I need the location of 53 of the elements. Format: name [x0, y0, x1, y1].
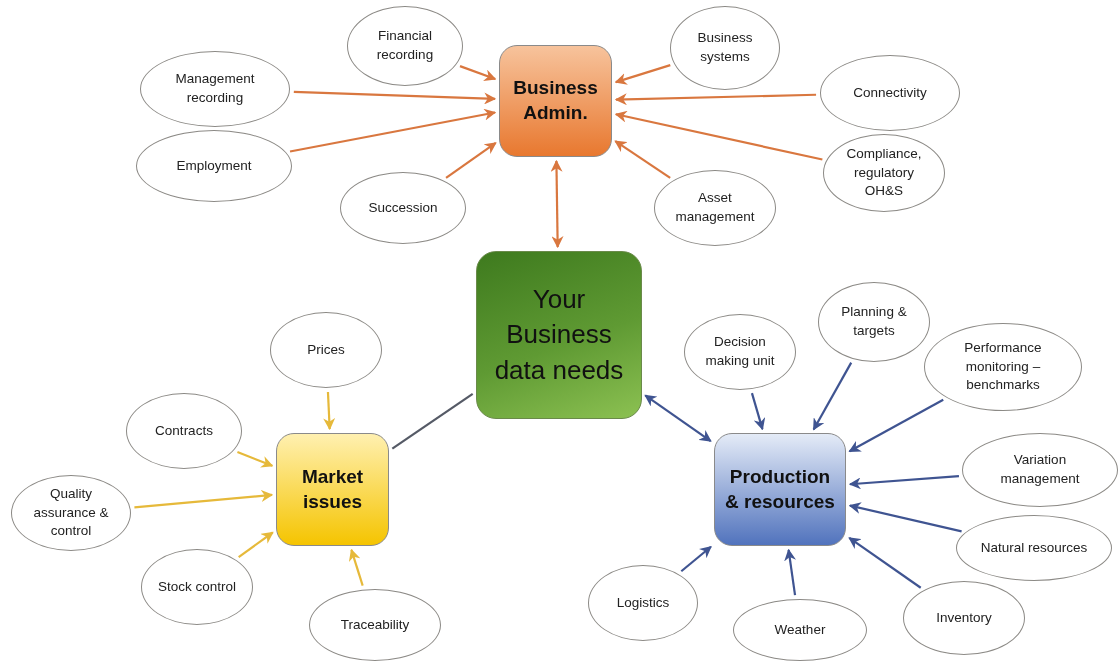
topic-box [276, 433, 389, 546]
arrow [644, 394, 712, 442]
topic-label: Contracts [155, 421, 213, 440]
topic-label: Quality assurance & control [32, 484, 110, 541]
box-title: Business Admin. [512, 76, 599, 125]
arrow [614, 93, 817, 106]
connector-line [391, 392, 474, 450]
arrow [323, 391, 336, 431]
topic-label: Prices [307, 340, 345, 359]
topic-box [499, 45, 612, 157]
arrow [293, 90, 497, 105]
topic-label: Planning & targets [840, 303, 908, 340]
topic-label: Traceability [340, 615, 410, 634]
arrow [848, 398, 944, 453]
topic-label: Management recording [174, 70, 256, 107]
arrow [459, 65, 497, 81]
arrow [550, 159, 564, 249]
topic-label: Variation management [999, 451, 1081, 488]
topic-label: Performance monitoring – benchmarks [963, 338, 1043, 395]
arrow [848, 502, 962, 533]
arrow [784, 548, 797, 596]
topic-label: Employment [176, 156, 252, 175]
arrow [614, 110, 823, 161]
topic-label: Natural resources [980, 538, 1088, 557]
topic-label: Logistics [616, 593, 670, 612]
arrow [614, 140, 671, 179]
box-title: Production & resources [724, 464, 836, 514]
box-title: Market issues [300, 464, 365, 514]
arrow [445, 142, 497, 179]
arrow [848, 475, 960, 490]
topic-label: Succession [368, 198, 438, 217]
arrow [238, 531, 274, 558]
box-title: Your Business data needs [493, 283, 625, 387]
topic-label: Asset management [674, 189, 756, 226]
arrow [750, 392, 766, 431]
center-box [476, 251, 642, 419]
topic-box [714, 433, 846, 546]
topic-label: Connectivity [853, 83, 927, 102]
topic-label: Weather [774, 620, 826, 639]
arrow [289, 108, 497, 153]
arrow [348, 548, 364, 587]
arrow [237, 451, 274, 468]
arrow [812, 362, 853, 431]
topic-label: Compliance, regulatory OH&S [845, 144, 923, 201]
topic-label: Decision making unit [704, 333, 776, 370]
topic-label: Financial recording [375, 27, 435, 64]
topic-label: Inventory [936, 608, 992, 627]
topic-label: Business systems [696, 29, 754, 66]
arrow [848, 536, 922, 589]
arrow [680, 545, 712, 573]
arrow [614, 64, 671, 85]
arrow [134, 489, 274, 509]
topic-label: Stock control [157, 577, 236, 596]
